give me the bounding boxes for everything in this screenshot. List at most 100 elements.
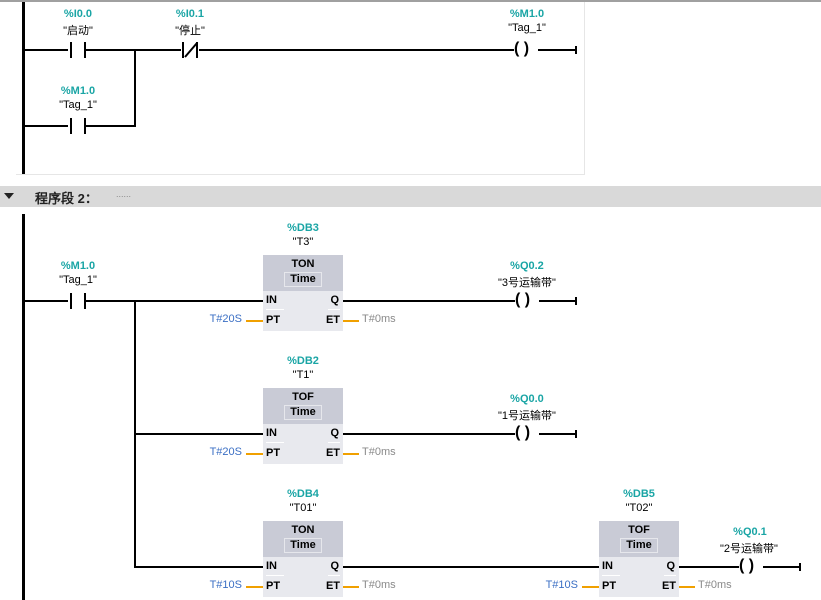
collapse-triangle-icon[interactable] [4, 193, 14, 199]
et-wire [343, 320, 359, 322]
block-datatype[interactable]: Time [284, 538, 322, 553]
coil-q01-address: %Q0.1 [733, 526, 767, 538]
timer-t02-pt-value[interactable]: T#10S [545, 579, 578, 591]
network-2-comment[interactable]: ...... [116, 189, 132, 199]
coil-q02[interactable]: ( ) [515, 291, 531, 308]
timer-t3-pt-value[interactable]: T#20S [209, 313, 242, 325]
wire [86, 125, 136, 127]
timer-t02-et-value[interactable]: T#0ms [698, 579, 732, 591]
block-type: TOF [292, 391, 314, 403]
left-power-rail-2 [22, 214, 25, 600]
timer-t02-db: %DB5 [623, 488, 655, 500]
pin-separator [266, 309, 284, 310]
timer-block-t02[interactable]: TOF Time IN PT Q ET [599, 521, 679, 597]
block-type: TON [291, 258, 315, 270]
contact-start-no[interactable] [70, 42, 88, 58]
coil-q00-address: %Q0.0 [510, 393, 544, 405]
et-wire [343, 586, 359, 588]
rung-end-cap [575, 430, 577, 438]
nc-slash-icon [184, 42, 198, 58]
contact-tag1-n2-symbol: "Tag_1" [59, 274, 97, 286]
pin-separator [328, 309, 340, 310]
contact-tag1-symbol: "Tag_1" [59, 99, 97, 111]
wire [22, 125, 68, 127]
timer-t01-pt-value[interactable]: T#10S [209, 579, 242, 591]
timer-t02-name: "T02" [625, 502, 653, 514]
timer-t01-et-value[interactable]: T#0ms [362, 579, 396, 591]
wire [22, 49, 68, 51]
timer-t01-name: "T01" [289, 502, 317, 514]
pin-separator [664, 575, 676, 576]
network-2-title: 程序段 2： [35, 191, 98, 206]
pin-in: IN [266, 294, 277, 306]
timer-t1-et-value[interactable]: T#0ms [362, 446, 396, 458]
pt-wire [246, 320, 263, 322]
branch-wire [134, 49, 136, 127]
timer-t3-db: %DB3 [287, 222, 319, 234]
contact-start-address: %I0.0 [63, 8, 93, 20]
left-power-rail [22, 2, 25, 174]
contact-tag1-n2-no[interactable] [70, 293, 88, 309]
coil-q01-symbol: "2号运输带" [720, 543, 778, 555]
wire [763, 566, 800, 568]
block-datatype[interactable]: Time [284, 272, 322, 287]
timer-block-t1[interactable]: TOF Time IN PT Q ET [263, 388, 343, 464]
contact-tag1-no[interactable] [70, 118, 88, 134]
pin-et: ET [325, 314, 340, 326]
wire [539, 433, 576, 435]
pin-separator [328, 575, 340, 576]
coil-tag1[interactable]: ( ) [514, 40, 530, 57]
pin-q: Q [666, 560, 675, 572]
pin-et: ET [661, 580, 676, 592]
contact-start-symbol: "启动" [63, 25, 93, 37]
pin-et: ET [325, 447, 340, 459]
coil-tag1-address: %M1.0 [509, 8, 545, 20]
pin-pt: PT [266, 314, 281, 326]
pin-in: IN [266, 427, 277, 439]
wire [86, 300, 263, 302]
contact-stop-nc[interactable] [182, 42, 200, 58]
network-1-area [16, 2, 585, 175]
et-wire [679, 586, 695, 588]
wire [538, 49, 576, 51]
timer-t3-et-value[interactable]: T#0ms [362, 313, 396, 325]
timer-block-t3[interactable]: TON Time IN PT Q ET [263, 255, 343, 331]
pin-in: IN [266, 560, 277, 572]
pin-in: IN [602, 560, 613, 572]
wire [539, 300, 576, 302]
wire [22, 300, 68, 302]
rung-end-cap [575, 297, 577, 305]
pin-separator [266, 575, 284, 576]
pin-q: Q [330, 560, 339, 572]
block-type: TON [291, 524, 315, 536]
coil-q01[interactable]: ( ) [739, 557, 755, 574]
coil-tag1-symbol: "Tag_1" [508, 22, 546, 34]
pin-pt: PT [602, 580, 617, 592]
timer-block-t01[interactable]: TON Time IN PT Q ET [263, 521, 343, 597]
pin-q: Q [330, 427, 339, 439]
pin-pt: PT [266, 580, 281, 592]
pin-separator [602, 575, 620, 576]
timer-t3-name: "T3" [292, 236, 314, 248]
contact-stop-address: %I0.1 [175, 8, 205, 20]
pt-wire [246, 453, 263, 455]
wire [134, 566, 263, 568]
wire [86, 49, 181, 51]
contact-tag1-address: %M1.0 [60, 85, 96, 97]
timer-t1-pt-value[interactable]: T#20S [209, 446, 242, 458]
pt-wire [246, 586, 263, 588]
block-datatype[interactable]: Time [284, 405, 322, 420]
pin-et: ET [325, 580, 340, 592]
timer-t01-db: %DB4 [287, 488, 319, 500]
coil-q00[interactable]: ( ) [515, 424, 531, 441]
wire [199, 49, 514, 51]
et-wire [343, 453, 359, 455]
block-datatype[interactable]: Time [620, 538, 658, 553]
contact-tag1-n2-address: %M1.0 [60, 260, 96, 272]
rung-end-cap [575, 46, 577, 54]
network-2-header[interactable]: 程序段 2： ...... [0, 186, 821, 207]
rung-end-cap [799, 563, 801, 571]
wire [343, 566, 599, 568]
wire [679, 566, 739, 568]
wire [343, 433, 515, 435]
